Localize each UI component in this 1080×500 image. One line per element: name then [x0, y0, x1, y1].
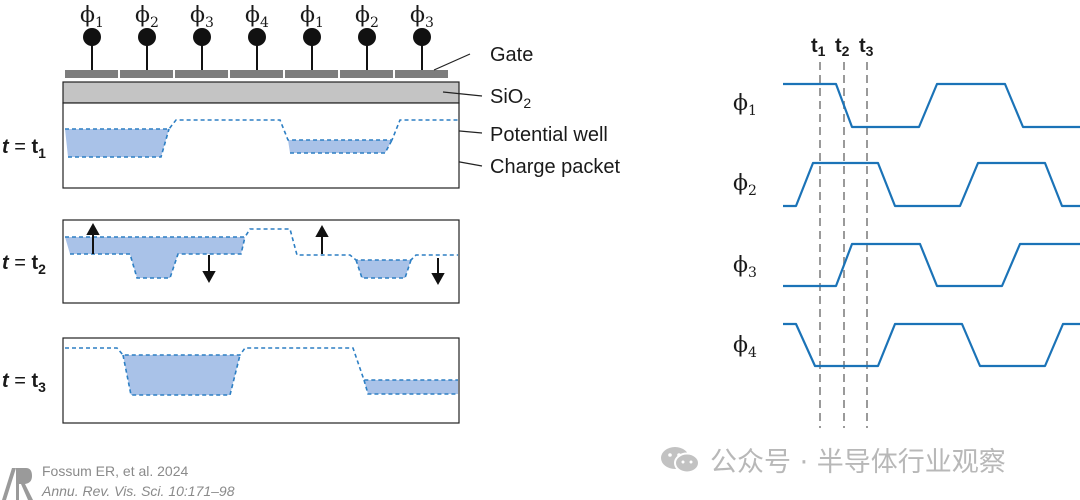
signal-phi2: ϕ2	[733, 171, 757, 199]
panel-t1	[62, 102, 460, 189]
pin-5: ϕ1	[300, 3, 324, 70]
watermark-text: 公众号 · 半导体行业观察	[710, 447, 1006, 478]
phi-label: ϕ4	[245, 3, 269, 31]
credit-authors: Fossum ER, et al. 2024	[42, 463, 189, 479]
signal-phi4: ϕ4	[733, 333, 757, 361]
row-label-t2: t = t2	[2, 252, 46, 277]
phi-label: ϕ3	[410, 3, 434, 31]
phi-label: ϕ2	[135, 3, 159, 31]
timing-diagram: t1 t2 t3 ϕ1 ϕ2 ϕ3 ϕ4	[733, 35, 1080, 428]
pin-2: ϕ2	[135, 3, 159, 70]
potential-well-label: Potential well	[490, 124, 608, 146]
credit-journal: Annu. Rev. Vis. Sci. 10:171–98	[42, 483, 235, 499]
wechat-icon	[660, 445, 700, 475]
marker-t1: t1	[811, 35, 826, 59]
clock-pins: ϕ1 ϕ2 ϕ3 ϕ4 ϕ1 ϕ2 ϕ3	[80, 3, 434, 70]
phi-label: ϕ1	[80, 3, 104, 31]
phi-label: ϕ3	[190, 3, 214, 31]
waveform-phi1	[783, 82, 1080, 129]
waveform-phi4	[783, 322, 1080, 368]
pin-1: ϕ1	[80, 3, 104, 70]
row-label-t3: t = t3	[2, 370, 46, 395]
gate-electrodes	[65, 70, 448, 78]
pin-3: ϕ3	[190, 3, 214, 70]
annual-reviews-logo-icon	[2, 468, 33, 500]
pin-7: ϕ3	[410, 3, 434, 70]
signal-phi1: ϕ1	[733, 91, 757, 119]
charge-packet-label: Charge packet	[490, 156, 621, 178]
gate-label: Gate	[490, 44, 533, 66]
waveform-phi3	[783, 242, 1080, 288]
waveform-phi2	[783, 161, 1080, 208]
sio2-layer	[62, 81, 460, 104]
panel-t3	[62, 337, 460, 424]
phi-label: ϕ1	[300, 3, 324, 31]
phi-label: ϕ2	[355, 3, 379, 31]
pin-4: ϕ4	[245, 3, 269, 70]
marker-t3: t3	[859, 35, 874, 59]
sio2-label: SiO2	[490, 86, 531, 111]
panel-t2	[62, 219, 460, 304]
marker-t2: t2	[835, 35, 850, 59]
row-label-t1: t = t1	[2, 136, 46, 161]
watermark: 公众号 · 半导体行业观察	[660, 440, 1006, 479]
signal-phi3: ϕ3	[733, 253, 757, 281]
pin-6: ϕ2	[355, 3, 379, 70]
